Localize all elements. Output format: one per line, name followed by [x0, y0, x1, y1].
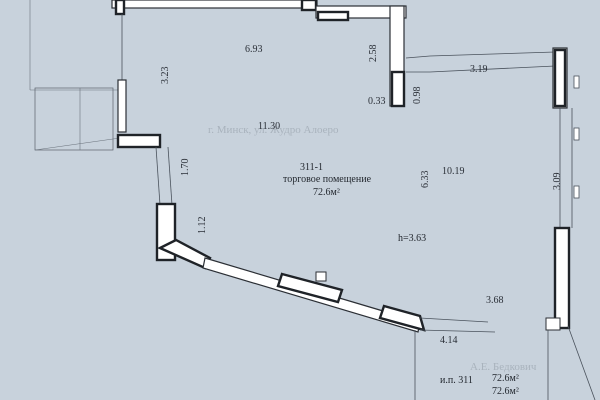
bottom-diagonal-wall [157, 238, 496, 333]
dim-6-93: 6.93 [245, 44, 263, 55]
right-walls [405, 47, 596, 400]
dim-3-19: 3.19 [470, 64, 488, 75]
dim-1-70: 1.70 [180, 159, 191, 177]
dim-0-98: 0.98 [412, 87, 423, 105]
dim-0-33: 0.33 [368, 96, 386, 107]
ghost-signature-text: А.Е. Бедкович [470, 361, 537, 373]
summary-label: и.п. 311 [440, 375, 473, 386]
left-exterior-lines [29, 0, 121, 151]
dim-1-12: 1.12 [197, 217, 208, 235]
ghost-address-text: г. Минск, ул. Жудро Алоеро [208, 124, 339, 136]
dim-3-09: 3.09 [552, 173, 563, 191]
summary-area-1: 72.6м² [492, 373, 519, 384]
dim-6-33: 6.33 [420, 171, 431, 189]
dim-2-58: 2.58 [368, 45, 379, 63]
dim-10-19: 10.19 [442, 166, 465, 177]
room-height: h=3.63 [398, 233, 426, 244]
room-purpose: торговое помещение [283, 174, 372, 185]
bottom-lines [414, 330, 549, 400]
dim-3-23: 3.23 [160, 67, 171, 85]
summary-area-2: 72.6м² [492, 386, 519, 397]
room-area: 72.6м² [313, 187, 340, 198]
room-number: 311-1 [300, 162, 323, 173]
dim-4-14: 4.14 [440, 335, 458, 346]
dim-11-30: 11.30 [258, 121, 280, 132]
dim-3-68: 3.68 [486, 295, 504, 306]
top-walls [111, 0, 407, 108]
